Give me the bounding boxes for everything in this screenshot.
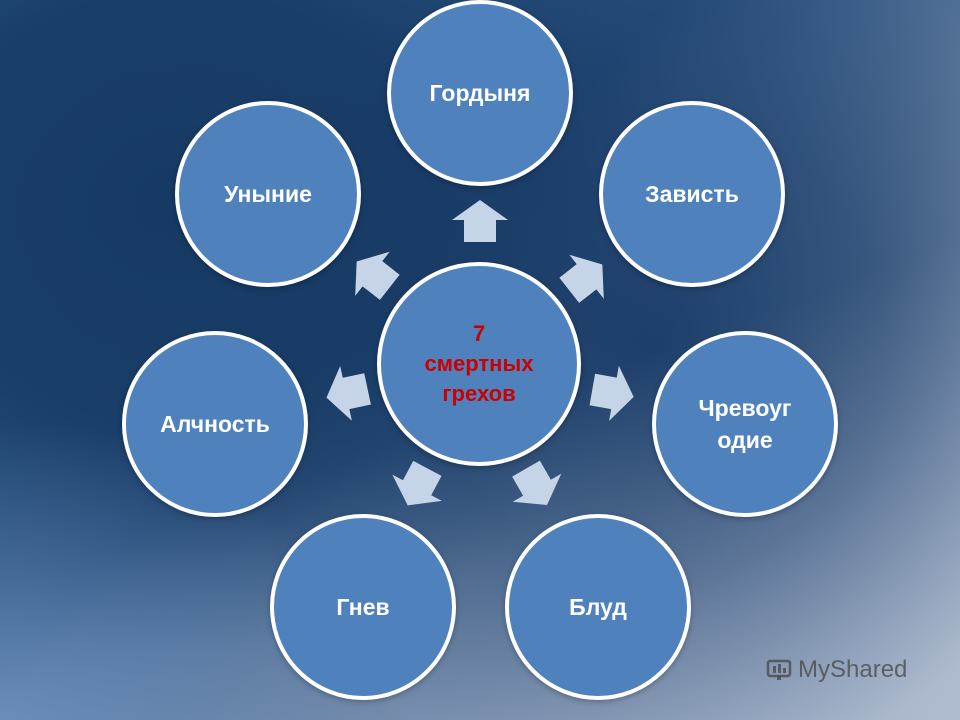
arrow-to-lust: [512, 460, 562, 506]
node-lust: Блуд: [505, 514, 691, 700]
node-wrath-label: Гнев: [336, 594, 390, 620]
arrow-to-gluttony: [589, 365, 634, 421]
node-lust-label: Блуд: [569, 594, 627, 620]
node-wrath: Гнев: [270, 514, 456, 700]
arrow-to-wrath: [392, 460, 442, 506]
node-greed: Алчность: [122, 331, 308, 517]
arrow-to-sloth: [355, 251, 400, 300]
node-greed-label: Алчность: [160, 411, 270, 437]
node-envy-label: Зависть: [645, 181, 739, 207]
node-pride: Гордыня: [387, 0, 573, 186]
node-pride-label: Гордыня: [429, 80, 531, 106]
myshared-logo-icon: [766, 659, 792, 680]
center-node: 7 смертных грехов: [377, 262, 581, 466]
arrow-to-greed: [326, 366, 371, 421]
center-label: 7 смертных грехов: [424, 321, 534, 406]
node-sloth: Уныние: [175, 101, 361, 287]
node-gluttony-label: Чревоуг одие: [698, 395, 792, 453]
node-envy: Зависть: [599, 101, 785, 287]
node-gluttony: Чревоуг одие: [652, 331, 838, 517]
arrow-to-pride: [452, 200, 508, 242]
watermark-text: MyShared: [798, 656, 908, 683]
watermark: MyShared: [766, 656, 907, 684]
arrow-to-envy: [559, 254, 604, 303]
node-sloth-label: Уныние: [224, 181, 312, 207]
